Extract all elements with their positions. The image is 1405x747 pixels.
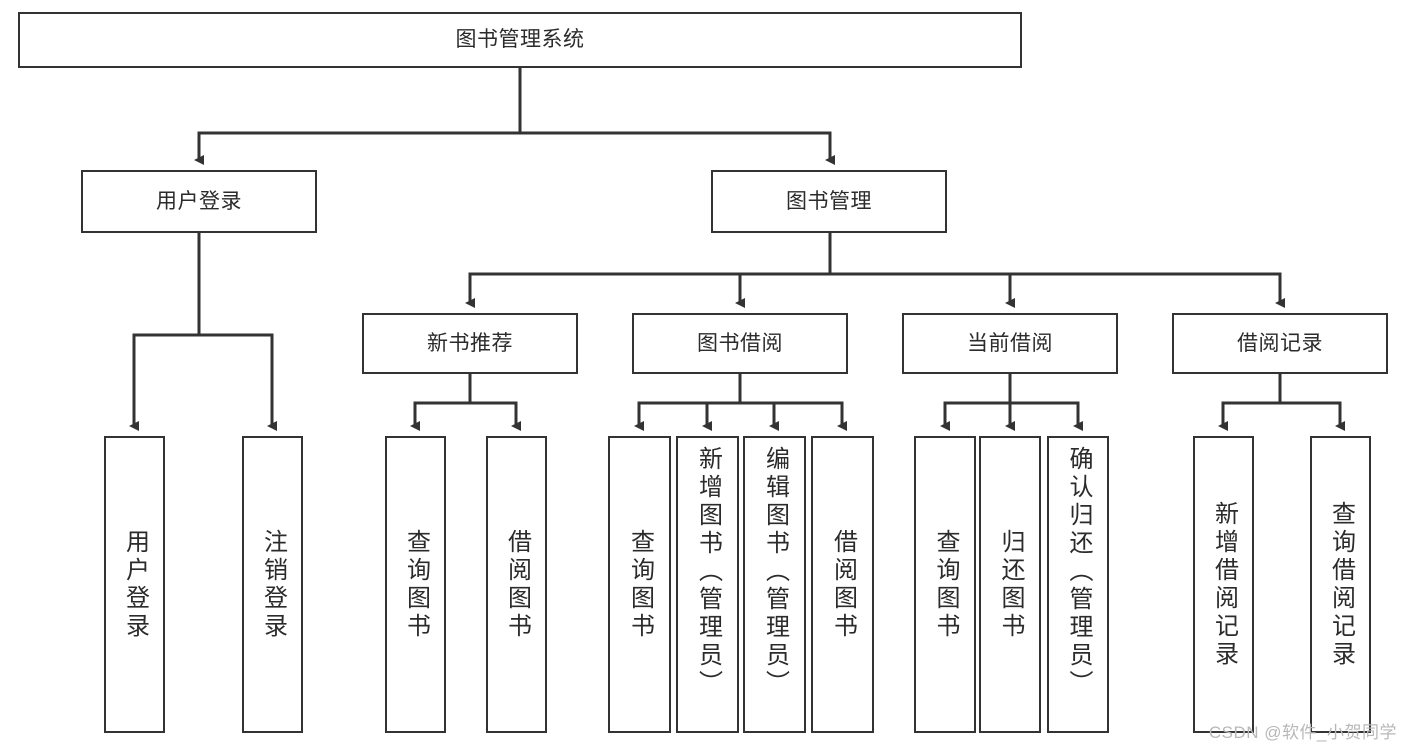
leaf-return-book[interactable]: 归还图书 [979, 436, 1041, 733]
node-root-label: 图书管理系统 [455, 28, 585, 52]
node-new-book-recommend[interactable]: 新书推荐 [362, 313, 578, 374]
leaf-borrow-book-recommend-label: 借阅图书 [503, 528, 531, 641]
leaf-add-borrow-record-label: 新增借阅记录 [1210, 500, 1238, 669]
leaf-query-book-recommend-label: 查询图书 [402, 528, 430, 641]
leaf-edit-book-admin[interactable]: 编辑图书（管理员） [743, 436, 806, 733]
leaf-query-book-borrow[interactable]: 查询图书 [608, 436, 671, 733]
node-root-book-management-system[interactable]: 图书管理系统 [18, 12, 1022, 68]
leaf-borrow-book-borrow-label: 借阅图书 [829, 528, 857, 641]
node-current-borrow[interactable]: 当前借阅 [902, 313, 1118, 374]
leaf-confirm-return-admin-label: 确认归还（管理员） [1065, 446, 1092, 698]
node-book-borrow-label: 图书借阅 [697, 331, 783, 355]
node-book-manage[interactable]: 图书管理 [711, 170, 947, 233]
watermark-csdn: CSDN @软件_小贺同学 [1208, 723, 1397, 742]
leaf-add-book-admin[interactable]: 新增图书（管理员） [676, 436, 739, 733]
node-user-login[interactable]: 用户登录 [81, 170, 317, 233]
leaf-user-login-label: 用户登录 [121, 528, 149, 641]
node-book-borrow[interactable]: 图书借阅 [632, 313, 848, 374]
leaf-borrow-book-recommend[interactable]: 借阅图书 [486, 436, 547, 733]
leaf-query-borrow-record-label: 查询借阅记录 [1327, 500, 1355, 669]
leaf-query-borrow-record[interactable]: 查询借阅记录 [1310, 436, 1371, 733]
node-current-borrow-label: 当前借阅 [967, 331, 1053, 355]
node-new-book-recommend-label: 新书推荐 [427, 331, 513, 355]
leaf-user-logout-label: 注销登录 [259, 528, 287, 641]
leaf-edit-book-admin-label: 编辑图书（管理员） [761, 446, 789, 698]
leaf-borrow-book-borrow[interactable]: 借阅图书 [811, 436, 874, 733]
leaf-query-book-borrow-label: 查询图书 [626, 528, 654, 641]
leaf-query-book-current[interactable]: 查询图书 [914, 436, 976, 733]
leaf-return-book-label: 归还图书 [997, 528, 1024, 641]
leaf-add-book-admin-label: 新增图书（管理员） [694, 446, 722, 698]
node-book-manage-label: 图书管理 [786, 189, 872, 213]
leaf-query-book-recommend[interactable]: 查询图书 [385, 436, 446, 733]
leaf-user-login[interactable]: 用户登录 [104, 436, 165, 733]
leaf-query-book-current-label: 查询图书 [932, 528, 959, 641]
leaf-user-logout[interactable]: 注销登录 [242, 436, 303, 733]
leaf-confirm-return-admin[interactable]: 确认归还（管理员） [1047, 436, 1109, 733]
node-user-login-label: 用户登录 [156, 189, 242, 213]
node-borrow-record-label: 借阅记录 [1237, 331, 1323, 355]
leaf-add-borrow-record[interactable]: 新增借阅记录 [1193, 436, 1254, 733]
node-borrow-record[interactable]: 借阅记录 [1172, 313, 1388, 374]
